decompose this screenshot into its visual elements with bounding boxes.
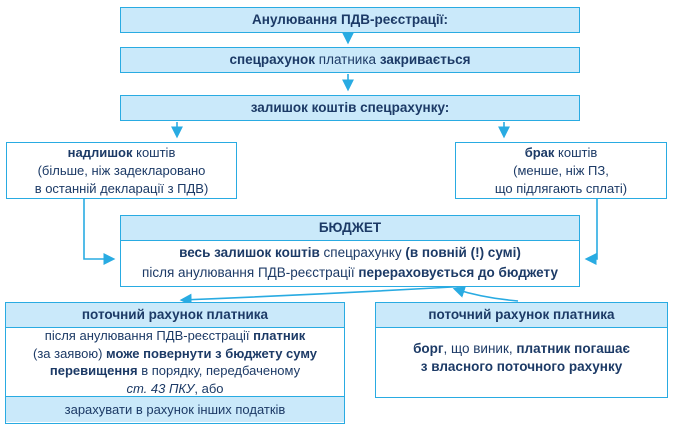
surplus-line2: (більше, ніж задекларовано (37, 162, 206, 178)
budget-body: весь залишок коштів спецрахунку (в повні… (121, 240, 579, 285)
arrow-debt-to-budget (452, 286, 519, 302)
refund-line3: перевищення в порядку, передбаченому (49, 363, 301, 378)
budget-block: БЮДЖЕТ весь залишок коштів спецрахунку (… (120, 215, 580, 287)
debt-body: борг, що виник, платник погашає з власно… (376, 327, 667, 397)
surplus-box: надлишок коштів (більше, ніж задекларова… (6, 142, 237, 199)
refund-body: після анулювання ПДВ-реєстрації платник … (6, 327, 344, 397)
debt-block: поточний рахунок платника борг, що виник… (375, 302, 668, 398)
title-text: Анулювання ПДВ-реєстрації: (252, 12, 448, 27)
surplus-line3: в останній декларації з ПДВ) (34, 180, 209, 196)
debt-line2: з власного поточного рахунку (420, 359, 623, 374)
account-closed-text: спецрахунок платника закривається (229, 52, 471, 67)
refund-line4: ст. 43 ПКУ, або (126, 380, 224, 396)
arrow-surplus-to-budget (83, 199, 116, 265)
shortage-head: брак коштів (524, 144, 598, 160)
refund-line1: після анулювання ПДВ-реєстрації платник (44, 328, 306, 343)
budget-header-text: БЮДЖЕТ (318, 220, 382, 235)
title-box: Анулювання ПДВ-реєстрації: (120, 7, 580, 33)
arrow-budget-to-refund (179, 285, 471, 306)
budget-header: БЮДЖЕТ (121, 216, 579, 240)
balance-box: залишок коштів спецрахунку: (120, 95, 580, 121)
budget-line1: весь залишок коштів спецрахунку (в повні… (179, 245, 521, 260)
shortage-line2: (менше, ніж ПЗ, (513, 162, 609, 178)
surplus-head: надлишок коштів (67, 144, 176, 160)
arrow-shortage-to-budget (584, 199, 598, 265)
refund-header-text: поточний рахунок платника (81, 307, 269, 322)
refund-header: поточний рахунок платника (6, 303, 344, 327)
debt-header-text: поточний рахунок платника (428, 307, 615, 322)
debt-line1: борг, що виник, платник погашає (413, 341, 630, 356)
shortage-line3: що підлягають сплаті) (494, 180, 628, 196)
refund-footer: зарахувати в рахунок інших податків (6, 397, 344, 422)
refund-line2: (за заявою) може повернути з бюджету сум… (32, 345, 318, 361)
refund-footer-text: зарахувати в рахунок інших податків (64, 401, 286, 417)
budget-line2: після анулювання ПДВ-реєстрації перерахо… (142, 265, 558, 280)
account-closed-box: спецрахунок платника закривається (120, 47, 580, 73)
debt-header: поточний рахунок платника (376, 303, 667, 327)
shortage-box: брак коштів (менше, ніж ПЗ, що підлягают… (455, 142, 667, 199)
refund-block: поточний рахунок платника після анулюван… (5, 302, 345, 424)
balance-text: залишок коштів спецрахунку: (250, 100, 450, 115)
